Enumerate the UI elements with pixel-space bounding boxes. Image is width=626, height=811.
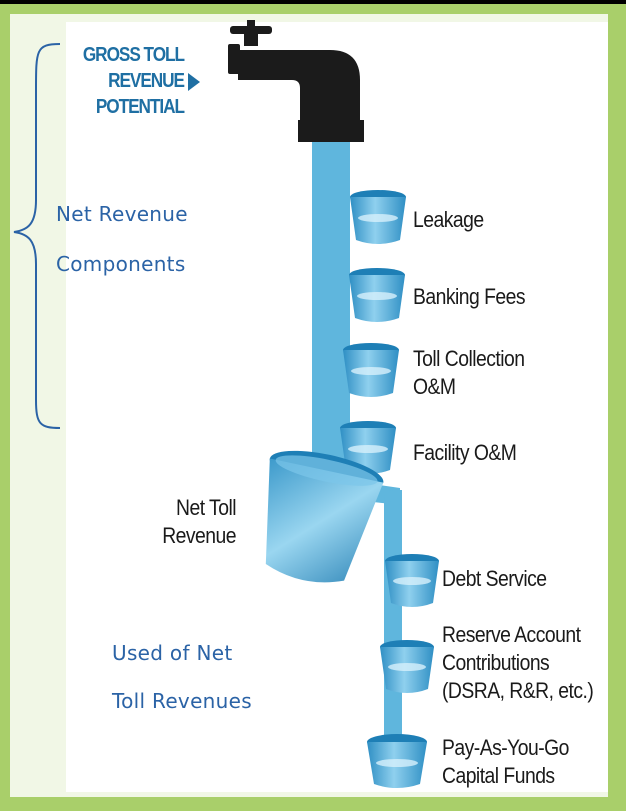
used-of-net-line2: Toll Revenues: [112, 689, 252, 713]
reserve-line-3: (DSRA, R&R, etc.): [442, 678, 594, 703]
use-debt-service-label: Debt Service: [442, 566, 547, 591]
component-banking-fees-label: Banking Fees: [413, 284, 526, 309]
toll-collection-line-2: O&M: [413, 374, 456, 399]
component-leakage-label: Leakage: [413, 207, 484, 232]
payg-line-1: Pay-As-You-Go: [442, 735, 569, 760]
cup-pay-as-you-go-icon: [367, 734, 427, 788]
cup-toll-collection-icon: [343, 343, 399, 397]
component-toll-collection-label: Toll Collection O&M: [413, 345, 525, 401]
toll-collection-line-1: Toll Collection: [413, 346, 525, 371]
water-bend: [384, 490, 402, 505]
gross-line-2: REVENUE: [108, 70, 185, 92]
use-pay-as-you-go-label: Pay-As-You-Go Capital Funds: [442, 734, 569, 790]
cup-reserve-account-icon: [380, 640, 434, 693]
reserve-line-2: Contributions: [442, 650, 550, 675]
net-revenue-components-line2: Components: [56, 252, 186, 276]
reserve-line-1: Reserve Account: [442, 622, 581, 647]
net-revenue-components-line1: Net Revenue: [56, 202, 188, 226]
net-toll-line-1: Net Toll: [176, 495, 237, 520]
cup-debt-service-icon: [385, 554, 439, 607]
used-of-net-line1: Used of Net: [112, 641, 233, 665]
gross-line-3: POTENTIAL: [95, 96, 185, 118]
water-stream-lower: [384, 495, 402, 760]
use-reserve-account-label: Reserve Account Contributions (DSRA, R&R…: [442, 621, 594, 705]
net-toll-revenue-label: Net Toll Revenue: [130, 494, 236, 550]
arrow-marker: [188, 73, 200, 91]
cup-leakage-icon: [350, 190, 406, 244]
cup-net-toll-revenue-icon: [265, 450, 384, 583]
brace-top: [13, 43, 61, 429]
gross-line-1: GROSS TOLL: [82, 44, 185, 66]
cup-banking-fees-icon: [349, 268, 405, 322]
net-toll-line-2: Revenue: [162, 523, 236, 548]
payg-line-2: Capital Funds: [442, 763, 555, 788]
faucet-icon: [228, 20, 364, 142]
gross-toll-title: GROSS TOLL REVENUE POTENTIAL: [43, 42, 185, 120]
component-facility-label: Facility O&M: [413, 440, 517, 465]
